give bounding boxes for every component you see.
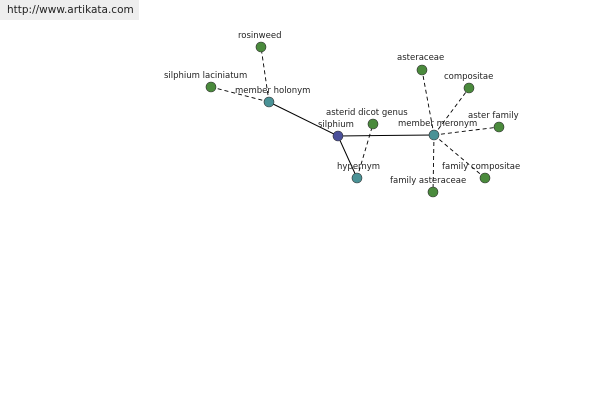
node-dot-silphium[interactable] (332, 130, 344, 142)
node-dot-asteraceae[interactable] (416, 64, 428, 76)
node-silphium-laciniatum[interactable]: silphium laciniatum (164, 71, 247, 93)
edge-member-meronym-to-family-asteraceae (432, 134, 435, 193)
node-rosinweed[interactable]: rosinweed (238, 31, 282, 53)
node-family-compositae[interactable]: family compositae (442, 162, 520, 184)
node-label-silphium-laciniatum[interactable]: silphium laciniatum (164, 71, 247, 81)
edge-silphium-to-member-meronym (337, 134, 435, 137)
node-label-family-compositae[interactable]: family compositae (442, 162, 520, 172)
edge-member-holonym-to-silphium-laciniatum (210, 86, 270, 103)
graph-edges (210, 46, 500, 193)
node-silphium[interactable]: silphium (318, 120, 354, 142)
node-dot-aster-family[interactable] (493, 121, 505, 133)
node-dot-family-asteraceae[interactable] (427, 186, 439, 198)
node-dot-member-meronym[interactable] (428, 129, 440, 141)
node-member-holonym[interactable]: member holonym (235, 86, 310, 108)
edge-silphium-to-member-holonym (268, 101, 339, 137)
source-url-link[interactable]: http://www.artikata.com (0, 0, 139, 20)
node-dot-silphium-laciniatum[interactable] (205, 81, 217, 93)
node-dot-compositae[interactable] (463, 82, 475, 94)
node-dot-family-compositae[interactable] (479, 172, 491, 184)
node-label-asteraceae[interactable]: asteraceae (397, 53, 444, 63)
node-asterid-dicot-genus[interactable]: asterid dicot genus (326, 108, 408, 130)
edge-member-meronym-to-compositae (433, 87, 470, 136)
node-label-aster-family[interactable]: aster family (468, 111, 519, 121)
node-label-asterid-dicot-genus[interactable]: asterid dicot genus (326, 108, 408, 118)
node-label-rosinweed[interactable]: rosinweed (238, 31, 282, 41)
node-label-member-meronym[interactable]: member meronym (398, 119, 477, 129)
node-label-compositae[interactable]: compositae (444, 72, 493, 82)
node-family-asteraceae[interactable]: family asteraceae (390, 176, 466, 198)
edge-silphium-to-hypernym (337, 135, 358, 179)
edge-hypernym-to-asterid-dicot-genus (356, 123, 374, 179)
node-dot-rosinweed[interactable] (255, 41, 267, 53)
node-asteraceae[interactable]: asteraceae (397, 53, 444, 76)
node-dot-asterid-dicot-genus[interactable] (367, 118, 379, 130)
edge-member-meronym-to-aster-family (433, 126, 500, 136)
node-hypernym[interactable]: hypernym (337, 162, 380, 184)
node-label-silphium[interactable]: silphium (318, 120, 354, 130)
node-compositae[interactable]: compositae (444, 72, 493, 94)
node-aster-family[interactable]: aster family (468, 111, 519, 133)
node-member-meronym[interactable]: member meronym (398, 119, 477, 141)
graph-nodes: silphium member holonym hypernym member mer… (164, 31, 520, 198)
node-dot-hypernym[interactable] (351, 172, 363, 184)
node-dot-member-holonym[interactable] (263, 96, 275, 108)
node-label-hypernym[interactable]: hypernym (337, 162, 380, 172)
edge-member-holonym-to-rosinweed (260, 46, 270, 103)
node-label-member-holonym[interactable]: member holonym (235, 86, 310, 96)
node-label-family-asteraceae[interactable]: family asteraceae (390, 176, 466, 186)
